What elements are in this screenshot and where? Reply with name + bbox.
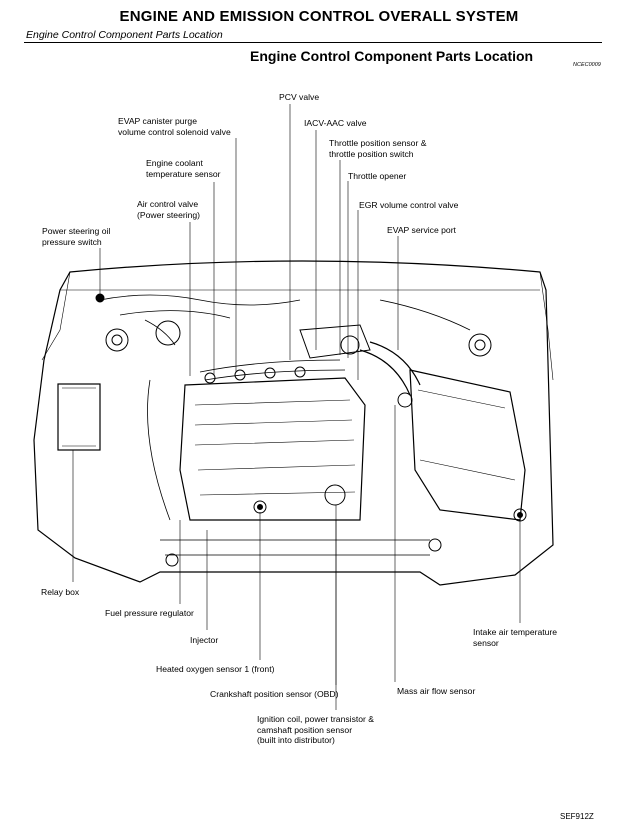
label-ignition-coil-distributor: Ignition coil, power transistor & camsha… [257,714,375,745]
air-cleaner-shape [409,369,526,521]
label-throttle-position-sensor: Throttle position sensor & throttle posi… [329,138,427,159]
label-air-control-valve: Air control valve (Power steering) [137,199,201,220]
page-subtitle: Engine Control Component Parts Location [26,29,223,41]
label-evap-purge-valve: EVAP canister purge volume control solen… [118,116,231,137]
label-fuel-pressure-regulator: Fuel pressure regulator [105,608,194,618]
section-code: NCEC0009 [573,62,601,68]
label-intake-air-temp-sensor: Intake air temperature sensor [473,627,558,648]
engine-block-shape [179,377,366,521]
label-heated-oxygen-sensor: Heated oxygen sensor 1 (front) [156,664,275,674]
label-injector: Injector [190,635,219,645]
header-rule [24,42,602,43]
label-evap-service-port: EVAP service port [387,225,456,235]
label-mass-air-flow-sensor: Mass air flow sensor [397,686,476,696]
label-ps-oil-pressure-switch: Power steering oil pressure switch [42,226,111,247]
label-coolant-temp-sensor: Engine coolant temperature sensor [146,158,221,179]
page-title: ENGINE AND EMISSION CONTROL OVERALL SYST… [119,8,519,25]
engine-bay-outline [33,260,554,586]
relay-box-shape [57,383,101,451]
label-iacv-aac-valve: IACV-AAC valve [304,118,367,128]
label-pcv-valve: PCV valve [279,92,320,102]
label-egr-volume-valve: EGR volume control valve [359,200,459,210]
label-relay-box: Relay box [41,587,80,597]
label-throttle-opener: Throttle opener [348,171,407,181]
section-title: Engine Control Component Parts Location [250,48,534,64]
figure-code: SEF912Z [560,812,594,821]
label-crankshaft-position-sensor: Crankshaft position sensor (OBD) [210,689,339,699]
